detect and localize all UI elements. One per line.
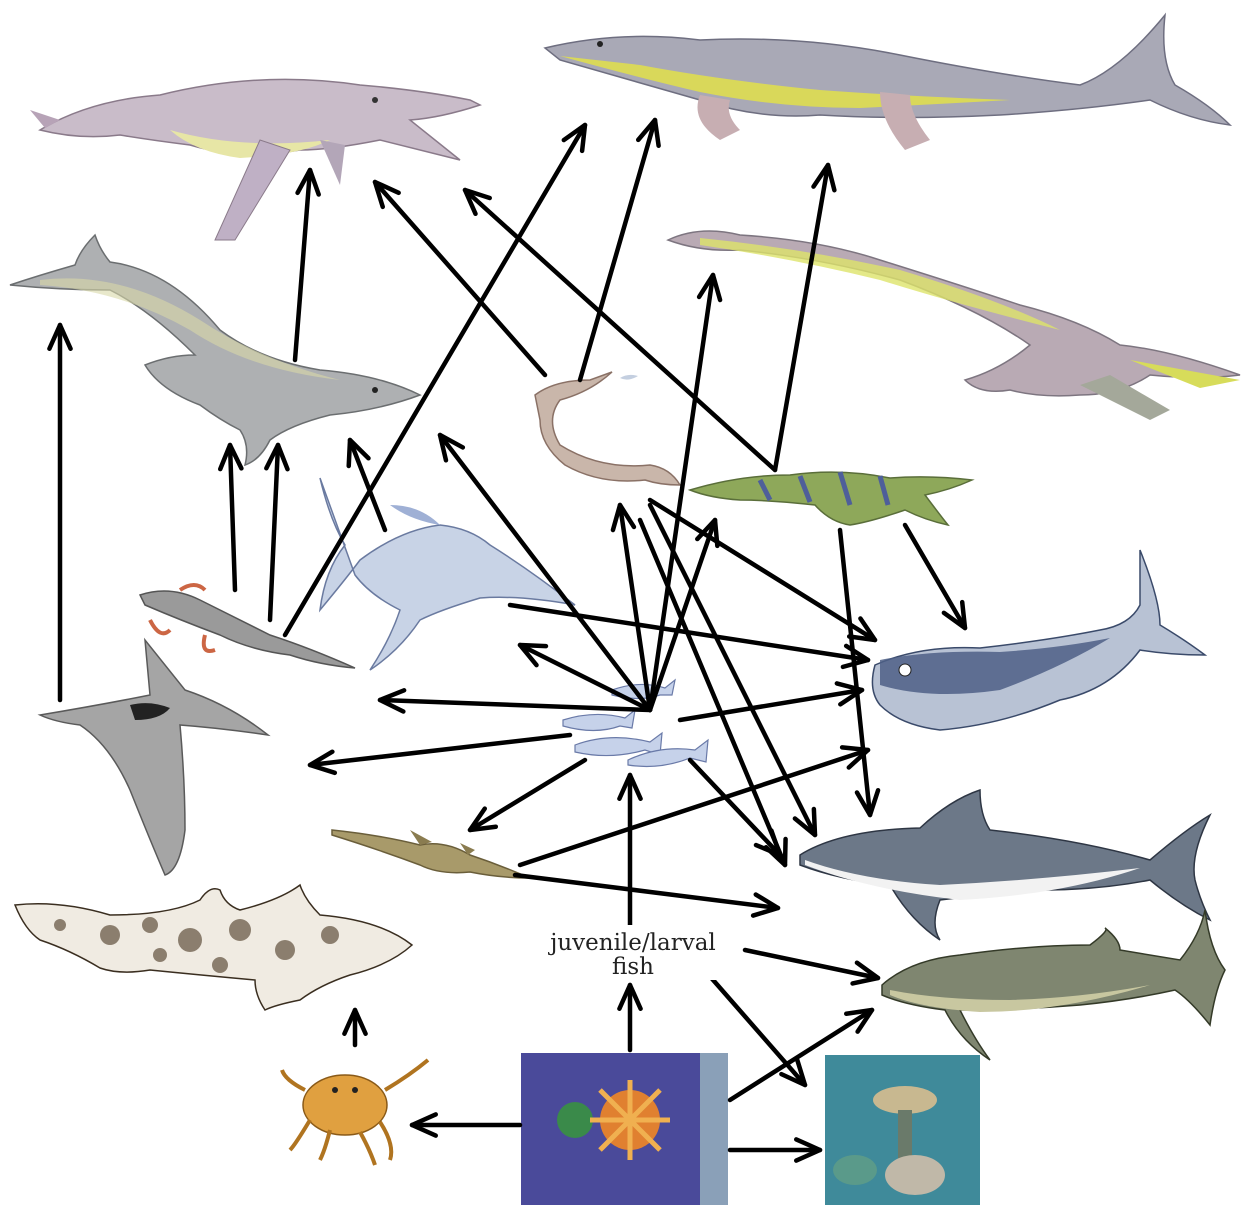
large-bony-fish-illustration <box>872 550 1205 730</box>
arrowhead <box>846 1010 872 1032</box>
crab-illustration <box>282 1060 428 1165</box>
small-marine-reptile-illustration <box>690 472 972 525</box>
shark-illustration <box>800 790 1210 940</box>
feeding-arrow <box>680 690 862 720</box>
feeding-arrow <box>270 445 278 620</box>
feeding-arrow <box>840 530 870 815</box>
feeding-arrow <box>520 645 650 710</box>
feeding-arrow <box>775 165 828 470</box>
feeding-arrow <box>650 505 815 835</box>
feeding-arrow <box>580 120 655 380</box>
arrowhead <box>470 809 496 830</box>
predatory-fish-illustration <box>535 372 680 485</box>
juvenile-larval-fish-label: juvenile/larval fish <box>528 925 738 980</box>
coral-reef-photo <box>825 1055 980 1205</box>
pterosaur-illustration <box>40 640 268 875</box>
feeding-arrow <box>515 875 778 908</box>
feeding-arrow <box>295 170 310 360</box>
feeding-arrow <box>380 700 650 710</box>
feeding-arrow <box>690 760 780 855</box>
feeding-arrow <box>230 445 235 590</box>
feeding-arrow <box>470 760 585 830</box>
feeding-arrow <box>375 182 545 375</box>
sawfish-illustration <box>332 830 530 878</box>
pliosaur-illustration <box>30 79 480 240</box>
feeding-arrow <box>310 735 570 765</box>
spotted-shark-illustration <box>15 885 412 1010</box>
juvenile-label-line2: fish <box>612 954 654 980</box>
long-necked-plesiosaur-illustration <box>668 231 1240 420</box>
plankton-photo <box>521 1053 728 1205</box>
feeding-arrows <box>49 120 965 1161</box>
feeding-arrow <box>905 525 965 628</box>
juvenile-label-line1: juvenile/larval <box>547 930 716 956</box>
